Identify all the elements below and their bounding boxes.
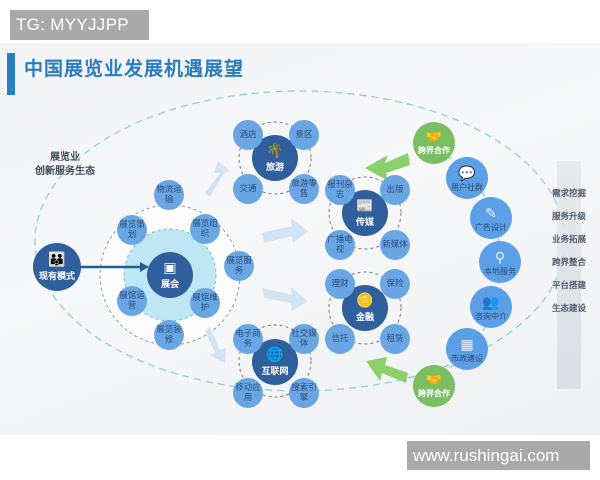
side-step: 服务升级: [551, 212, 586, 222]
watermark-bottom: www.rushingai.com: [407, 441, 590, 470]
finance-satellite: 租赁: [380, 324, 410, 354]
internet-satellite: 社交媒体: [289, 324, 319, 354]
side-step: 需求挖掘: [551, 189, 586, 199]
side-step: 平台搭建: [551, 281, 586, 291]
core-satellite: 展览装修: [154, 320, 184, 350]
exhibition-icon: ▣: [163, 260, 177, 276]
watermark-top: TG: MYYJJPP: [10, 10, 149, 40]
internet-satellite: 电子商务: [233, 324, 263, 354]
finance-satellite: 信托: [325, 324, 355, 354]
palm-tree-icon: 🌴: [266, 143, 284, 159]
finance-satellite: 保险: [380, 269, 410, 299]
tourism-satellite: 酒店: [233, 120, 263, 150]
internet-satellite: 搜索引擎: [289, 378, 319, 408]
right-item-consulting: 👥 咨询中介: [470, 286, 512, 328]
core-satellite: 展览服务: [224, 251, 254, 281]
edit-doc-icon: ✎: [485, 205, 497, 222]
media-satellite: 广播电视: [325, 230, 355, 260]
internet-satellite: 移动应用: [233, 378, 263, 408]
media-satellite: 报刊杂志: [325, 175, 355, 205]
side-step: 生态建设: [551, 304, 586, 314]
consult-icon: 👥: [482, 294, 500, 311]
handshake-icon: 🤝: [425, 130, 443, 145]
side-progress-bar: [557, 161, 581, 389]
origin-node: 👪 现有模式: [33, 243, 81, 291]
coins-icon: 🪙: [356, 293, 374, 309]
people-icon: 👪: [48, 252, 66, 268]
cross-border-cooperation-bottom: 🤝 跨界合作: [413, 365, 455, 407]
core-satellite: 展馆维护: [190, 288, 220, 318]
media-satellite: 出版: [380, 175, 410, 205]
side-steps: 需求挖掘 服务升级 业务拓展 跨界整合 平台搭建 生态建设: [545, 183, 593, 321]
finance-satellite: 理财: [325, 269, 355, 299]
cross-border-cooperation-top: 🤝 跨界合作: [413, 122, 455, 164]
tourism-satellite: 旅游零售: [289, 174, 319, 204]
tourism-satellite: 景区: [289, 120, 319, 150]
right-item-local-service: ⚲ 本地服务: [479, 241, 521, 283]
side-step: 业务拓展: [551, 235, 586, 245]
core-satellite: 物流运输: [154, 180, 184, 210]
core-satellite: 展览组织: [190, 214, 220, 244]
chat-icon: 💬: [458, 165, 476, 182]
title-accent-bar: [7, 53, 15, 95]
building-icon: ▦: [460, 336, 474, 353]
slide: 中国展览业发展机遇展望 展览业 创新服务生态: [0, 43, 600, 435]
location-pin-icon: ⚲: [494, 249, 506, 266]
core-satellite: 展馆运营: [117, 286, 147, 316]
right-item-municipal: ▦ 市政建设: [446, 328, 488, 370]
core-hub-exhibition: ▣ 展会: [147, 252, 193, 298]
tourism-satellite: 交通: [233, 174, 263, 204]
page-title: 中国展览业发展机遇展望: [24, 58, 245, 80]
globe-icon: 🌐: [266, 347, 284, 363]
newspaper-icon: 📰: [356, 198, 374, 214]
diagram-lines: [34, 90, 566, 398]
right-item-user-community: 💬 用户社群: [446, 157, 488, 199]
side-step: 跨界整合: [551, 258, 586, 268]
right-item-ad-design: ✎ 广告设计: [470, 197, 512, 239]
handshake-icon: 🤝: [425, 373, 443, 388]
ecosystem-label: 展览业 创新服务生态: [35, 152, 95, 177]
core-satellite: 展览策划: [117, 215, 147, 245]
media-satellite: 新媒体: [380, 230, 410, 260]
